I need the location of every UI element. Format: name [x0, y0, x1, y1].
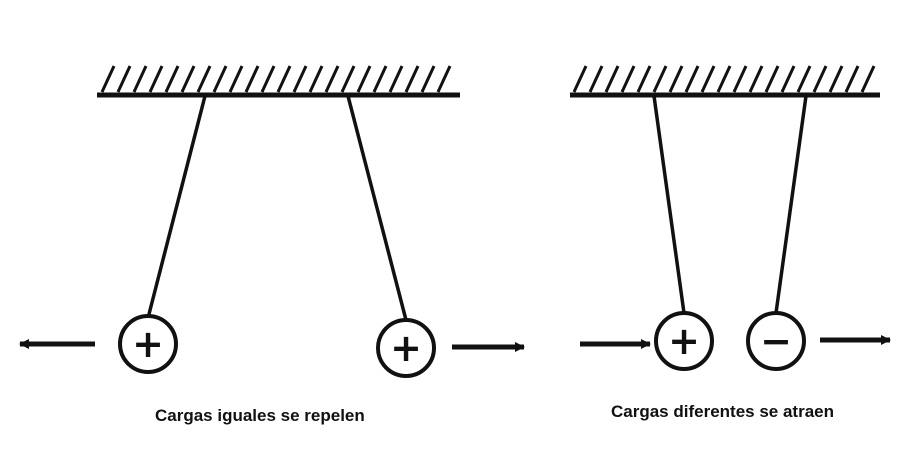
hatch-mark — [196, 65, 212, 93]
hatch-mark — [732, 65, 748, 93]
hatch-mark — [324, 65, 340, 93]
hatch-mark — [636, 65, 652, 93]
hatch-mark — [828, 65, 844, 93]
thread-right-1 — [652, 95, 686, 314]
hatch-mark — [404, 65, 420, 93]
hatch-mark — [748, 65, 764, 93]
hatch-mark — [356, 65, 372, 93]
hatch-mark — [132, 65, 148, 93]
hatch-mark — [812, 65, 828, 93]
hatch-mark — [436, 65, 452, 93]
thread-right-2 — [774, 95, 808, 314]
hatch-mark — [420, 65, 436, 93]
hatch-mark — [100, 65, 116, 93]
thread-left-1 — [146, 95, 207, 319]
hatch-mark — [244, 65, 260, 93]
hatch-mark — [572, 65, 588, 93]
hatch-mark — [764, 65, 780, 93]
hatch-mark — [796, 65, 812, 93]
hatch-mark — [620, 65, 636, 93]
charge-sphere-positive-1: + — [118, 314, 178, 374]
hatch-mark — [212, 65, 228, 93]
hatch-mark — [588, 65, 604, 93]
hatch-mark — [276, 65, 292, 93]
hatch-mark — [860, 65, 876, 93]
caption-attract: Cargas diferentes se atraen — [611, 402, 834, 421]
hatch-mark — [700, 65, 716, 93]
hatch-mark — [372, 65, 388, 93]
charge-sphere-positive: + — [654, 311, 714, 371]
charge-sign: + — [132, 322, 164, 366]
hatch-mark — [260, 65, 276, 93]
hatch-mark — [228, 65, 244, 93]
hatch-mark — [844, 65, 860, 93]
charge-sphere-negative: − — [746, 311, 806, 371]
ceiling-support-right — [570, 65, 880, 98]
attract-panel: + − Cargas diferentes se atraen — [570, 65, 891, 421]
hatch-mark — [292, 65, 308, 93]
charge-sphere-positive-2: + — [376, 318, 436, 378]
hatch-mark — [148, 65, 164, 93]
hatch-mark — [716, 65, 732, 93]
charge-sign: − — [760, 319, 792, 363]
hatch-mark — [180, 65, 196, 93]
thread-left-2 — [346, 95, 408, 321]
hatch-mark — [164, 65, 180, 93]
hatch-mark — [116, 65, 132, 93]
hatch-mark — [340, 65, 356, 93]
hatch-mark — [684, 65, 700, 93]
hatch-mark — [668, 65, 684, 93]
charge-sign: + — [668, 319, 700, 363]
hatch-mark — [604, 65, 620, 93]
hatch-mark — [308, 65, 324, 93]
hatch-mark — [780, 65, 796, 93]
ceiling-support-left — [97, 65, 460, 98]
repel-panel: + + Cargas iguales se repelen — [19, 65, 525, 425]
hatch-mark — [652, 65, 668, 93]
caption-repel: Cargas iguales se repelen — [155, 406, 365, 425]
charge-sign: + — [390, 326, 422, 370]
hatch-mark — [388, 65, 404, 93]
